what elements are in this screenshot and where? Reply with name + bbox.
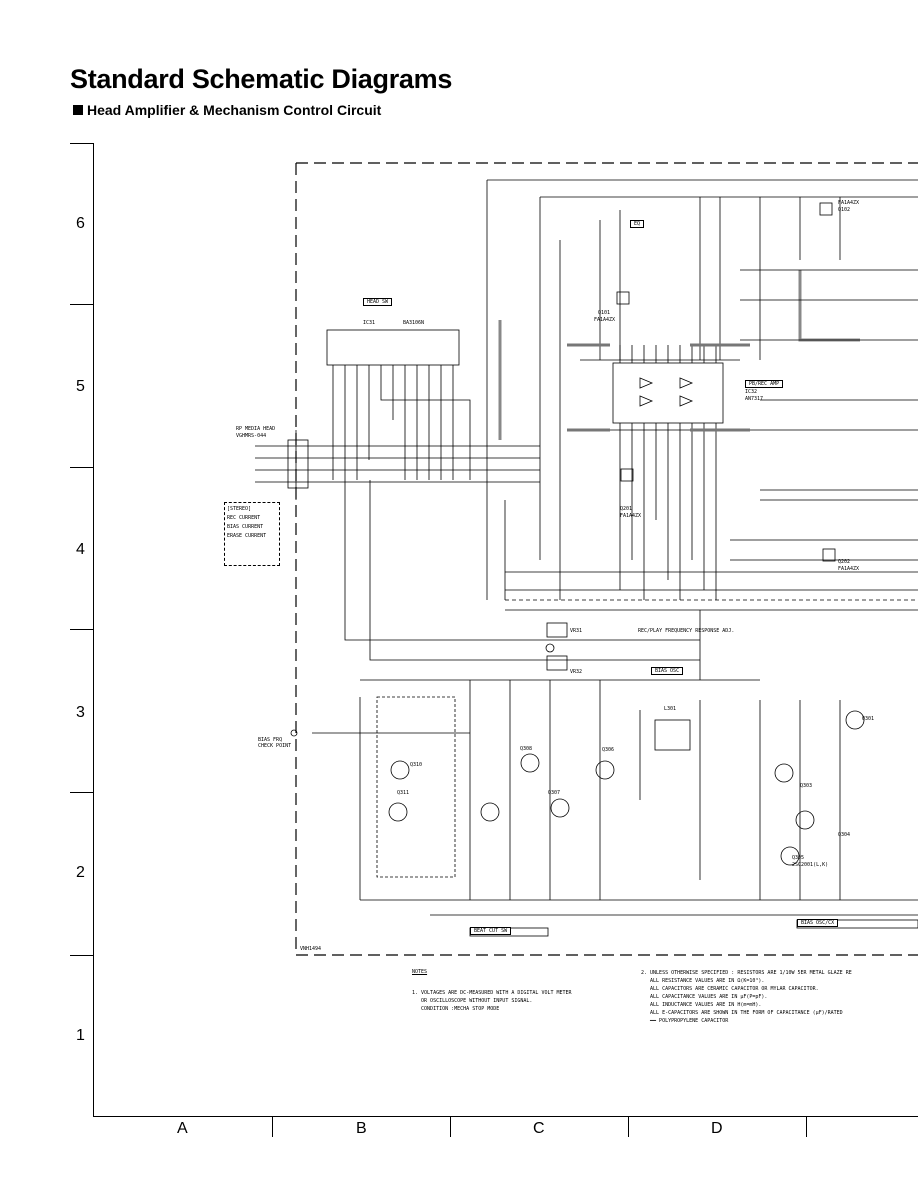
q306-label: Q306 (602, 747, 615, 753)
q202-part: FA1A4ZX (838, 566, 860, 572)
currents-heading: [STEREO] (227, 506, 252, 512)
column-label-c: C (533, 1120, 545, 1137)
ic32-part: AN7317 (745, 396, 764, 402)
q102-part: FA1A4ZX (838, 200, 860, 206)
q101-label: Q101 (598, 310, 611, 316)
q310-label: Q310 (410, 762, 423, 768)
bullet-square-icon (73, 105, 83, 115)
subtitle-text: Head Amplifier & Mechanism Control Circu… (87, 102, 382, 118)
column-tick (628, 1117, 629, 1137)
row-tick (70, 629, 94, 630)
vr32-label: VR32 (570, 669, 583, 675)
rp-head-label: RP MEDIA HEAD (236, 426, 276, 432)
row-label-1: 1 (76, 1027, 85, 1044)
column-tick (450, 1117, 451, 1137)
q201-part: FA1A4ZX (620, 513, 642, 519)
beat-cut-sw-label: BEAT CUT SW (470, 927, 512, 935)
row-tick (70, 143, 94, 144)
bias-osc-cx-label: BIAS OSC/CX (797, 919, 839, 927)
page-subtitle: Head Amplifier & Mechanism Control Circu… (73, 102, 381, 118)
row-tick (70, 304, 94, 305)
row-tick (70, 792, 94, 793)
bias-freq-checkpoint: BIAS FRQ CHECK POINT (258, 737, 292, 749)
q201-label: Q201 (620, 506, 633, 512)
page-title: Standard Schematic Diagrams (70, 64, 453, 94)
q202-label: Q202 (838, 559, 851, 565)
drawing-code: VNH1494 (300, 946, 322, 952)
row-label-4: 4 (76, 541, 85, 558)
currents-panel: [STEREO] REC CURRENT BIAS CURRENT ERASE … (224, 502, 280, 566)
column-label-b: B (356, 1120, 367, 1137)
column-label-a: A (177, 1120, 188, 1137)
rec-current-label: REC CURRENT (227, 515, 261, 521)
q307-label: Q307 (548, 790, 561, 796)
bias-current-label: BIAS CURRENT (227, 524, 264, 530)
note-2: 2. UNLESS OTHERWISE SPECIFIED : RESISTOR… (641, 970, 852, 1024)
q308-label: Q308 (520, 746, 533, 752)
q311-label: Q311 (397, 790, 410, 796)
row-label-2: 2 (76, 864, 85, 881)
head-sw-label: HEAD SW (363, 298, 393, 306)
pb-rec-amp-label: PB/REC AMP (745, 380, 784, 388)
q305-part: 2SC2001(L,K) (792, 862, 829, 868)
q102-label: Q102 (838, 207, 851, 213)
row-tick (70, 955, 94, 956)
q303-label: Q303 (800, 783, 813, 789)
column-tick (272, 1117, 273, 1137)
schematic-frame (93, 143, 918, 1117)
column-label-d: D (711, 1120, 723, 1137)
row-tick (70, 467, 94, 468)
q301-label: Q301 (862, 716, 875, 722)
ic31-ref: IC31 (363, 320, 376, 326)
notes-heading: NOTES (412, 969, 428, 975)
row-label-6: 6 (76, 215, 85, 232)
vr31-label: VR31 (570, 628, 583, 634)
bias-osc-label: BIAS OSC (651, 667, 684, 675)
q305-label: Q305 (792, 855, 805, 861)
l301-label: L301 (664, 706, 677, 712)
row-label-5: 5 (76, 378, 85, 395)
q304-label: Q304 (838, 832, 851, 838)
note-1: 1. VOLTAGES ARE DC-MEASURED WITH A DIGIT… (412, 990, 572, 1012)
rp-head-part: VGHMRS-044 (236, 433, 267, 439)
eq-label: EQ (630, 220, 645, 228)
row-label-3: 3 (76, 704, 85, 721)
q101-part: FA1A4ZX (594, 317, 616, 323)
erase-current-label: ERASE CURRENT (227, 533, 267, 539)
column-tick (806, 1117, 807, 1137)
ic31-part: BA3106N (403, 320, 425, 326)
ic32-ref: IC32 (745, 389, 758, 395)
freq-response-label: REC/PLAY FREQUENCY RESPONSE ADJ. (638, 628, 735, 634)
